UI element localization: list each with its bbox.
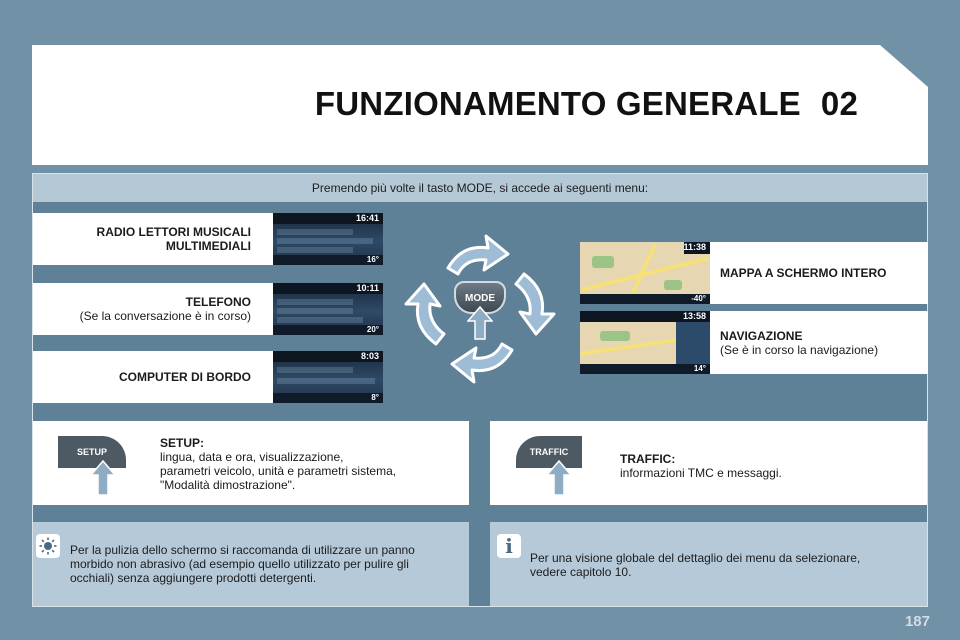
- menu-radio-media: RADIO LETTORI MUSICALI MULTIMEDIALI: [33, 213, 273, 265]
- cleaning-note-text: Per la pulizia dello schermo si raccoman…: [70, 543, 460, 585]
- menu-telefono-title: TELEFONO: [185, 295, 251, 309]
- chapter-number: 02: [820, 85, 858, 122]
- traffic-key[interactable]: TRAFFIC: [516, 436, 582, 468]
- cleaning-note: [33, 522, 469, 606]
- arrow-left-icon: [404, 282, 446, 346]
- screen-radio-clock: 16:41: [355, 213, 379, 223]
- cleaning-line2: morbido non abrasivo (ad esempio quello …: [70, 557, 409, 571]
- setup-key[interactable]: SETUP: [58, 436, 126, 468]
- setup-line2: parametri veicolo, unità e parametri sis…: [160, 464, 397, 478]
- sun-icon: [36, 534, 60, 558]
- screen-telefono-clock: 10:11: [356, 283, 379, 293]
- screen-radio-temp: 16°: [366, 255, 379, 264]
- cleaning-line3: occhiali) senza aggiungere prodotti dete…: [70, 571, 317, 585]
- arrow-top-icon: [446, 234, 510, 276]
- setup-title: SETUP:: [160, 436, 205, 450]
- screen-mappa-temp: -40°: [691, 294, 706, 303]
- menu-navigazione-subtitle: (Se è in corso la navigazione): [720, 342, 879, 357]
- info-line1: Per una visione globale del dettaglio de…: [530, 551, 861, 565]
- menu-mappa: MAPPA A SCHERMO INTERO: [710, 242, 928, 304]
- menu-telefono: TELEFONO (Se la conversazione è in corso…: [33, 283, 273, 335]
- traffic-press-arrow-icon: [546, 460, 572, 496]
- screen-telefono: 10:11 20°: [273, 283, 383, 335]
- mode-press-arrow-icon: [467, 306, 493, 340]
- menu-navigazione-title: NAVIGAZIONE: [720, 328, 803, 343]
- intro-text: Premendo più volte il tasto MODE, si acc…: [33, 174, 927, 202]
- menu-computer-title: COMPUTER DI BORDO: [119, 370, 251, 384]
- page-title: FUNZIONAMENTO GENERALE 02: [315, 85, 858, 123]
- menu-radio-line1: RADIO LETTORI MUSICALI: [96, 225, 251, 239]
- screen-computer-clock: 8:03: [360, 351, 379, 361]
- info-line2: vedere capitolo 10.: [530, 565, 632, 579]
- mode-cycle-arrows: [404, 234, 556, 384]
- setup-line1: lingua, data e ora, visualizzazione,: [160, 450, 344, 464]
- screen-mappa-clock: 11:38: [683, 242, 706, 252]
- setup-line3: "Modalità dimostrazione".: [160, 478, 296, 492]
- screen-radio: 16:41 16°: [273, 213, 383, 265]
- title-text: FUNZIONAMENTO GENERALE: [314, 85, 801, 122]
- menu-telefono-subtitle: (Se la conversazione è in corso): [79, 309, 251, 323]
- screen-computer-temp: 8°: [371, 393, 379, 402]
- arrow-bottom-icon: [450, 342, 514, 384]
- screen-navigazione-temp: 14°: [693, 364, 706, 373]
- info-icon: i: [497, 534, 521, 558]
- screen-navigazione-clock: 13:58: [682, 311, 706, 321]
- title-card: FUNZIONAMENTO GENERALE 02: [32, 45, 928, 165]
- screen-navigazione: 13:58 14°: [580, 311, 710, 374]
- menu-navigazione: NAVIGAZIONE (Se è in corso la navigazion…: [710, 311, 928, 374]
- screen-telefono-temp: 20°: [366, 325, 379, 334]
- setup-description: SETUP: lingua, data e ora, visualizzazio…: [160, 436, 460, 492]
- traffic-description: TRAFFIC: informazioni TMC e messaggi.: [620, 452, 920, 480]
- screen-mappa: 11:38 -40°: [580, 242, 710, 304]
- info-note: [490, 522, 927, 606]
- traffic-title: TRAFFIC:: [620, 452, 676, 466]
- arrow-right-icon: [514, 272, 556, 336]
- menu-computer-bordo: COMPUTER DI BORDO: [33, 351, 273, 403]
- menu-radio-line2: MULTIMEDIALI: [165, 239, 251, 253]
- setup-press-arrow-icon: [90, 460, 116, 496]
- menu-mappa-title: MAPPA A SCHERMO INTERO: [720, 266, 887, 280]
- info-note-text: Per una visione globale del dettaglio de…: [530, 551, 920, 579]
- page-number: 187: [904, 613, 930, 630]
- cleaning-line1: Per la pulizia dello schermo si raccoman…: [70, 543, 415, 557]
- traffic-line1: informazioni TMC e messaggi.: [620, 466, 782, 480]
- screen-computer: 8:03 8°: [273, 351, 383, 403]
